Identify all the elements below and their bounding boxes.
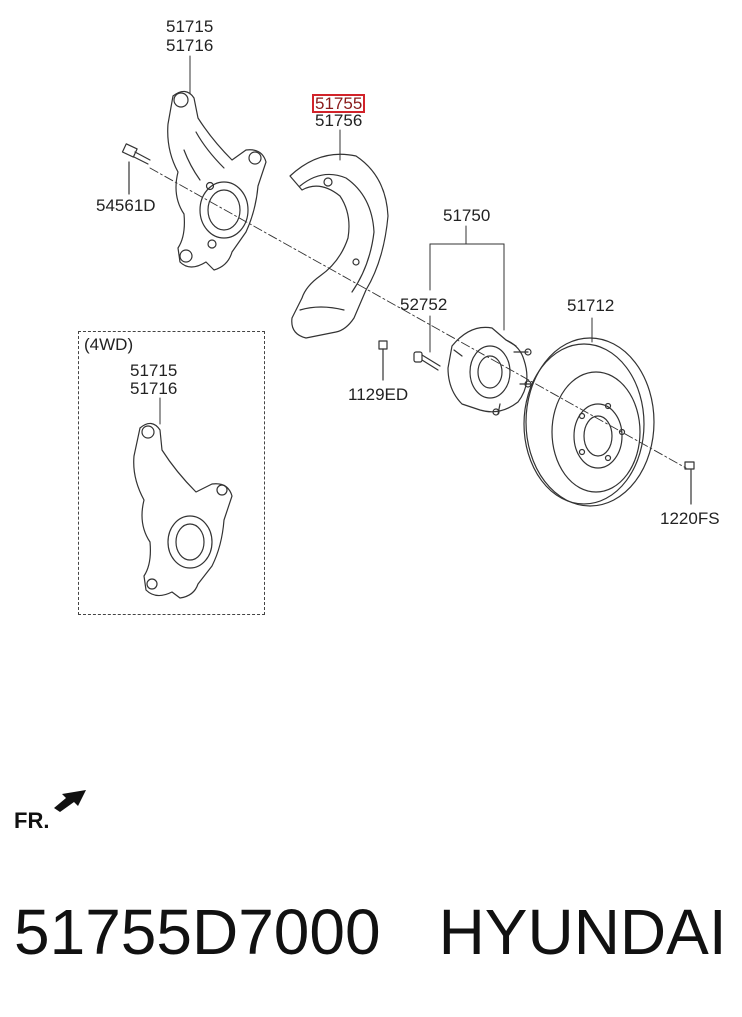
cover-screw-drawing: [378, 340, 388, 381]
callout-disc-51712: 51712: [567, 296, 615, 315]
hub-bolt-drawing: [413, 351, 441, 371]
callout-knuckle-51715: 51715: [166, 17, 214, 36]
disc-screw-drawing: [684, 461, 695, 505]
callout-hub-51750: 51750: [443, 206, 491, 225]
wd-variant-box: [78, 331, 265, 615]
part-caption: 51755D7000 HYUNDAI: [14, 895, 734, 985]
callout-wd-knuckle-51716: 51716: [130, 379, 178, 398]
knuckle-bolt-drawing: [121, 143, 151, 195]
callout-hub-bolt-52752: 52752: [400, 295, 448, 314]
steering-knuckle-drawing: [167, 90, 267, 271]
part-number: 51755D7000: [14, 896, 381, 968]
callout-bolt-54561d: 54561D: [96, 196, 156, 215]
dust-cover-drawing: [289, 153, 389, 339]
callout-dust-cover-51756: 51756: [315, 111, 363, 130]
callout-knuckle-51716: 51716: [166, 36, 214, 55]
assembly-axis-line: [149, 167, 687, 469]
callout-wd-knuckle-51715: 51715: [130, 361, 178, 380]
leader-lines: [159, 55, 593, 425]
hub-assembly-drawing: [447, 326, 532, 416]
callout-screw-1129ed: 1129ED: [348, 385, 409, 404]
front-direction-label: FR.: [14, 808, 50, 833]
brake-disc-drawing: [523, 337, 655, 507]
exploded-parts-diagram: [121, 55, 695, 599]
arrow-icon: [54, 790, 86, 812]
wd-knuckle-drawing: [133, 422, 233, 599]
callout-dust-cover-highlighted[interactable]: 51755: [312, 94, 366, 113]
callout-screw-1220fs: 1220FS: [660, 509, 720, 528]
brand-name: HYUNDAI: [438, 896, 727, 968]
wd-heading: (4WD): [84, 335, 134, 354]
